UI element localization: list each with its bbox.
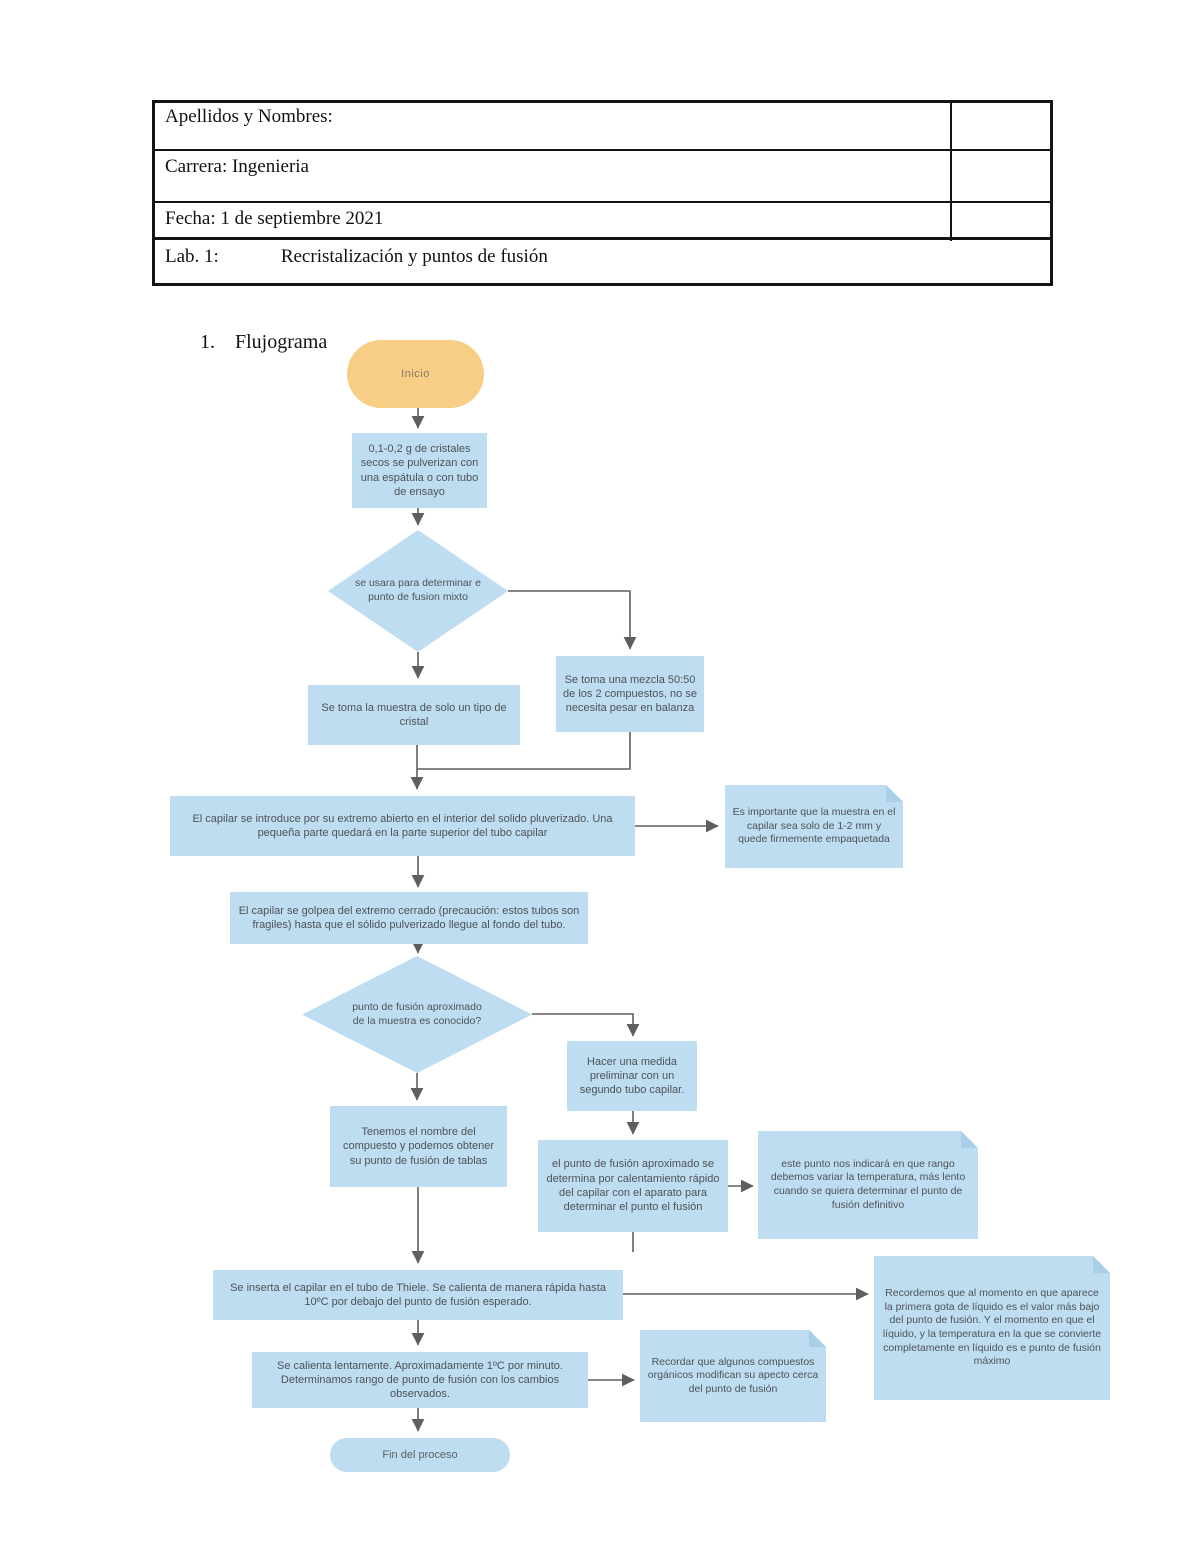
flow-end-proceso: Fin del proceso [330,1438,510,1472]
flow-step-nombre-compuesto: Tenemos el nombre del compuesto y podemo… [330,1106,507,1187]
lab-title-label: Recristalización y puntos de fusión [280,246,548,267]
carrera-label: Carrera: Ingenieria [165,156,309,177]
flow-note-recordemos: Recordemos que al momento en que aparece… [874,1256,1110,1400]
flow-step-punto-aproximado: el punto de fusión aproximado se determi… [538,1140,728,1232]
fecha-label: Fecha: 1 de septiembre 2021 [165,208,384,229]
header-table: Apellidos y Nombres: Carrera: Ingenieria… [152,100,1053,286]
flow-step-mezcla-50-50: Se toma una mezcla 50:50 de los 2 compue… [556,656,704,732]
apellidos-label: Apellidos y Nombres: [165,106,333,127]
table-row-fecha: Fecha: 1 de septiembre 2021 [155,205,1050,240]
arrow-decision2-to-hacer [532,1013,640,1037]
flow-step-capilar-introduce: El capilar se introduce por su extremo a… [170,796,635,856]
arrow-decision1-to-mezcla [508,590,637,650]
section-title: Flujograma [235,331,328,353]
flow-note-importante: Es importante que la muestra en el capil… [725,785,903,868]
flow-decision-fusion-mixto: se usara para determinar e punto de fusi… [328,530,508,652]
flow-note-recordar: Recordar que algunos compuestos orgánico… [640,1330,826,1422]
flow-step-medida-preliminar: Hacer una medida preliminar con un segun… [567,1041,697,1111]
flow-step-cristales: 0,1-0,2 g de cristales secos se pulveriz… [352,433,487,508]
flow-decision-punto-conocido: punto de fusión aproximado de la muestra… [302,956,532,1073]
flow-step-calienta-lentamente: Se calienta lentamente. Aproximadamente … [252,1352,588,1408]
table-row-carrera: Carrera: Ingenieria [155,153,1050,203]
table-row-lab-title: Lab. 1:Recristalización y puntos de fusi… [155,243,1050,283]
flow-note-este-punto: este punto nos indicará en que rango deb… [758,1131,978,1239]
flow-step-tubo-thiele: Se inserta el capilar en el tubo de Thie… [213,1270,623,1320]
lab-number-label: Lab. 1:Recristalización y puntos de fusi… [165,246,548,267]
section-number: 1. [200,331,215,353]
flow-start-inicio: Inicio [347,340,484,408]
table-row-apellidos: Apellidos y Nombres: [155,103,1050,151]
table-right-column-divider [950,103,952,241]
section-heading: 1. Flujograma [200,331,327,354]
flow-step-capilar-golpea: El capilar se golpea del extremo cerrado… [230,892,588,944]
flow-step-muestra-un-cristal: Se toma la muestra de solo un tipo de cr… [308,685,520,745]
